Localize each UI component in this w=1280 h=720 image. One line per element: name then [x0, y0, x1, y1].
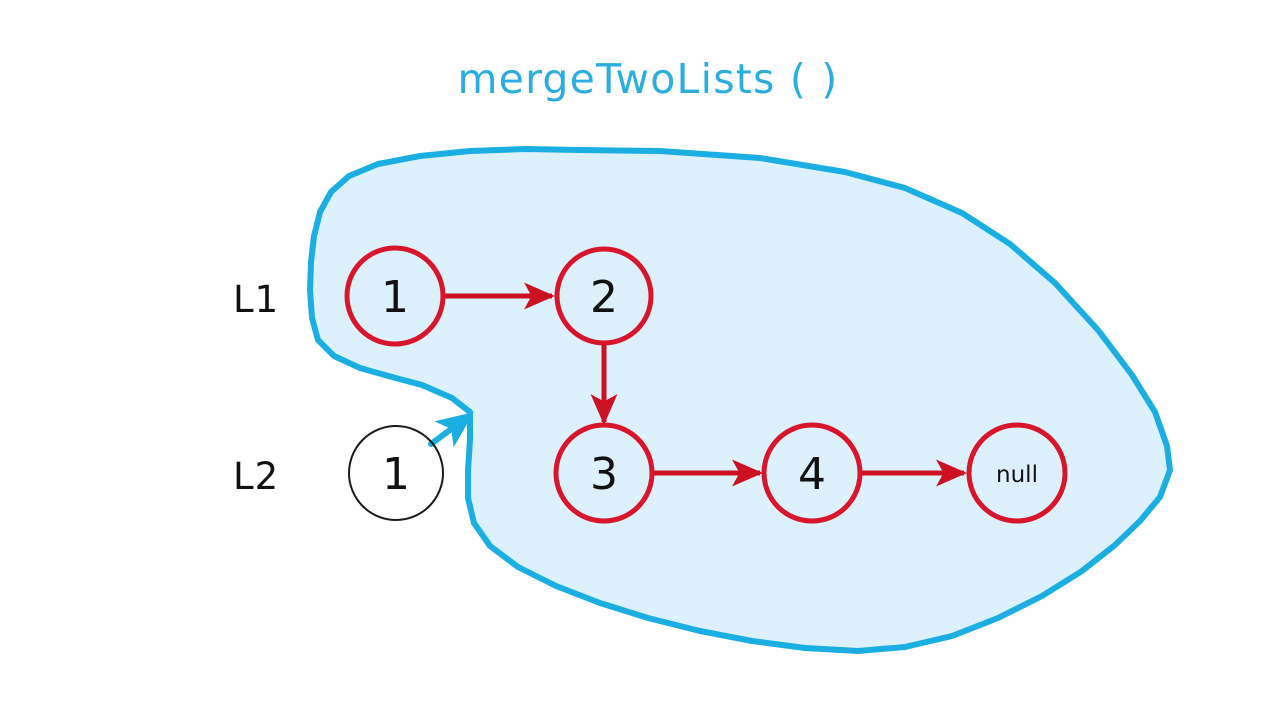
node-circle [554, 246, 654, 346]
node-l1-2[interactable]: 2 [554, 246, 654, 346]
node-label: null [996, 462, 1038, 488]
node-label: 3 [590, 449, 618, 500]
node-l1-3[interactable]: 3 [553, 422, 655, 524]
node-circle [966, 422, 1068, 524]
merged-region-blob [307, 146, 1173, 654]
node-l1-4[interactable]: 4 [761, 422, 863, 524]
l1-label: L1 [233, 278, 279, 321]
node-circle [344, 245, 446, 347]
edge-l2-to-region [428, 412, 474, 448]
l2-label: L2 [233, 455, 279, 498]
node-l1-1[interactable]: 1 [344, 245, 446, 347]
node-label: 1 [382, 449, 410, 500]
node-label: 1 [381, 272, 409, 323]
node-null[interactable]: null [966, 422, 1068, 524]
node-label: 2 [590, 272, 618, 323]
page-title: mergeTwoLists ( ) [458, 55, 839, 103]
node-circle [348, 425, 444, 521]
node-circle [553, 422, 655, 524]
node-circle [761, 422, 863, 524]
node-l2-1[interactable]: 1 [348, 425, 444, 521]
node-label: 4 [798, 449, 826, 500]
